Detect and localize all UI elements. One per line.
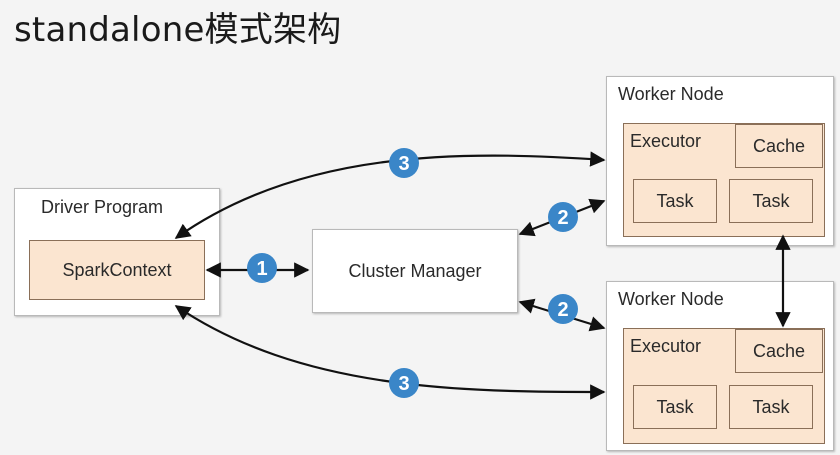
step-badge-1: 1 <box>247 253 277 283</box>
executor-2-label: Executor <box>630 336 702 356</box>
slide-title: standalone模式架构 <box>14 10 342 50</box>
worker-node-2: Worker Node Executor Cache Task Task <box>606 281 834 451</box>
arrow-driver-worker2 <box>174 305 606 400</box>
task-2b: Task <box>729 385 813 429</box>
driver-program-label: Driver Program <box>41 197 164 217</box>
executor-1-label: Executor <box>630 131 702 151</box>
step-badge-2-bottom: 2 <box>548 294 578 324</box>
svg-text:3: 3 <box>398 373 409 395</box>
arrow-driver-worker1 <box>174 151 606 239</box>
step-badge-3-top: 3 <box>389 148 419 178</box>
svg-text:3: 3 <box>398 153 409 175</box>
task-2a: Task <box>633 385 717 429</box>
worker-node-1: Worker Node Executor Cache Task Task <box>606 76 834 246</box>
executor-1: Executor Cache Task Task <box>623 123 825 237</box>
svg-text:1: 1 <box>256 258 267 280</box>
cache-1: Cache <box>735 124 823 168</box>
step-badge-2-top: 2 <box>548 202 578 232</box>
spark-context-box: SparkContext <box>29 240 205 300</box>
task-1b: Task <box>729 179 813 223</box>
cache-2: Cache <box>735 329 823 373</box>
executor-2: Executor Cache Task Task <box>623 328 825 444</box>
svg-text:2: 2 <box>557 207 568 229</box>
svg-text:2: 2 <box>557 299 568 321</box>
step-badge-3-bottom: 3 <box>389 368 419 398</box>
worker-node-2-label: Worker Node <box>618 289 724 309</box>
task-1a: Task <box>633 179 717 223</box>
cluster-manager-label: Cluster Manager <box>348 260 482 281</box>
worker-node-1-label: Worker Node <box>618 84 724 104</box>
